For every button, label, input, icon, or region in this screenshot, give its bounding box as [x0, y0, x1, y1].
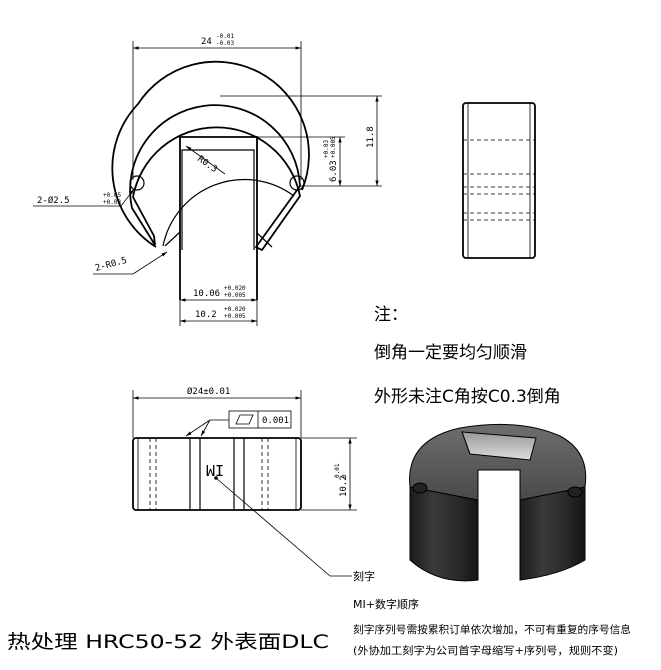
iso-hole-right: [567, 486, 583, 498]
iso-side-left: [409, 486, 479, 582]
top-view-outer-profile: [129, 104, 301, 252]
top-view-slot-lip-right: [256, 232, 273, 248]
top-view-hole-left: [129, 175, 145, 191]
dim-corner-radius-leader: [132, 251, 168, 275]
top-view-outer-arc: [111, 60, 310, 248]
dim-inner-radius-leader: [185, 145, 226, 175]
dim-height-right: 11.8: [366, 126, 376, 148]
svg-text:+0.020: +0.020: [224, 306, 246, 313]
svg-text:0: 0: [341, 474, 348, 478]
engrave-leader: [215, 477, 331, 577]
svg-text:-0.01: -0.01: [216, 33, 234, 40]
svg-text:0.01: 0.01: [334, 463, 341, 478]
side-view: [462, 102, 536, 259]
svg-text:+0.03: +0.03: [103, 199, 121, 206]
top-view-slot-inner: [181, 149, 255, 250]
notes-title: 注：: [374, 305, 408, 325]
svg-text:+0.005: +0.005: [224, 292, 246, 299]
svg-text:+0.020: +0.020: [224, 285, 246, 292]
notes-line1: 倒角一定要均匀顺滑: [374, 343, 527, 363]
heat-treatment: 热处理 HRC50-52 外表面DLC: [7, 631, 329, 653]
dim-diameter-front: Ø24±0.01: [187, 386, 230, 397]
svg-text:+0.05: +0.05: [103, 192, 121, 199]
notes-line2: 外形未注C角按C0.3倒角: [374, 387, 561, 407]
dim-slot-w1: 10.06: [193, 289, 220, 299]
iso-top: [409, 423, 587, 501]
front-view: Ø24±0.01 MI 0.001 10.2 0.01 0 刻字: [132, 386, 375, 583]
flatness-leader: [185, 419, 211, 437]
top-view-hole-right: [289, 175, 305, 191]
iso-side-right: [519, 486, 586, 581]
svg-text:+0.005: +0.005: [224, 313, 246, 320]
top-view-slot-lip-left: [164, 231, 181, 247]
engrave-mark: MI: [206, 461, 224, 479]
svg-text:+0.005: +0.005: [330, 136, 337, 158]
svg-text:-0.03: -0.03: [216, 40, 234, 47]
dim-hole: 2-Ø2.5: [37, 195, 70, 206]
dim-inner-radius: R0.3: [195, 154, 219, 175]
dim-corner-radius: 2-R0.5: [94, 256, 128, 274]
iso-view: [409, 423, 587, 582]
top-view-inner-arc: [162, 178, 295, 247]
iso-hole-left: [412, 482, 428, 494]
notes: 注： 倒角一定要均匀顺滑 外形未注C角按C0.3倒角: [374, 305, 561, 407]
side-view-body: [462, 102, 536, 259]
top-view-slot: [179, 136, 258, 300]
dim-flatness: 0.001: [262, 416, 289, 426]
flatness-frame: [228, 410, 292, 429]
dim-height-front: 10.2: [339, 475, 349, 497]
engrave-line2: 刻字序列号需按累积订单依次增加，不可有重复的序号信息: [353, 623, 631, 636]
flatness-icon: [235, 414, 254, 425]
dim-width-top: 24: [201, 37, 212, 47]
engrave-line1: MI+数字顺序: [353, 597, 419, 611]
dim-hole-leader: [120, 188, 135, 207]
engrave-line3: (外协加工刻字为公司首字母缩写+序列号，规则不变): [353, 644, 618, 657]
dim-slot-w2: 10.2: [195, 310, 217, 320]
svg-text:+0.03: +0.03: [323, 140, 330, 158]
engrave-notes: MI+数字顺序 刻字序列号需按累积订单依次增加，不可有重复的序号信息 (外协加工…: [353, 597, 631, 657]
front-view-body: [132, 437, 302, 511]
engrave-leader-label: 刻字: [353, 569, 375, 583]
top-view: 24 -0.01 -0.03 11.8 6.03 +0.03 +0.005 R0…: [33, 33, 382, 326]
dim-slot-height: 6.03: [329, 160, 339, 182]
